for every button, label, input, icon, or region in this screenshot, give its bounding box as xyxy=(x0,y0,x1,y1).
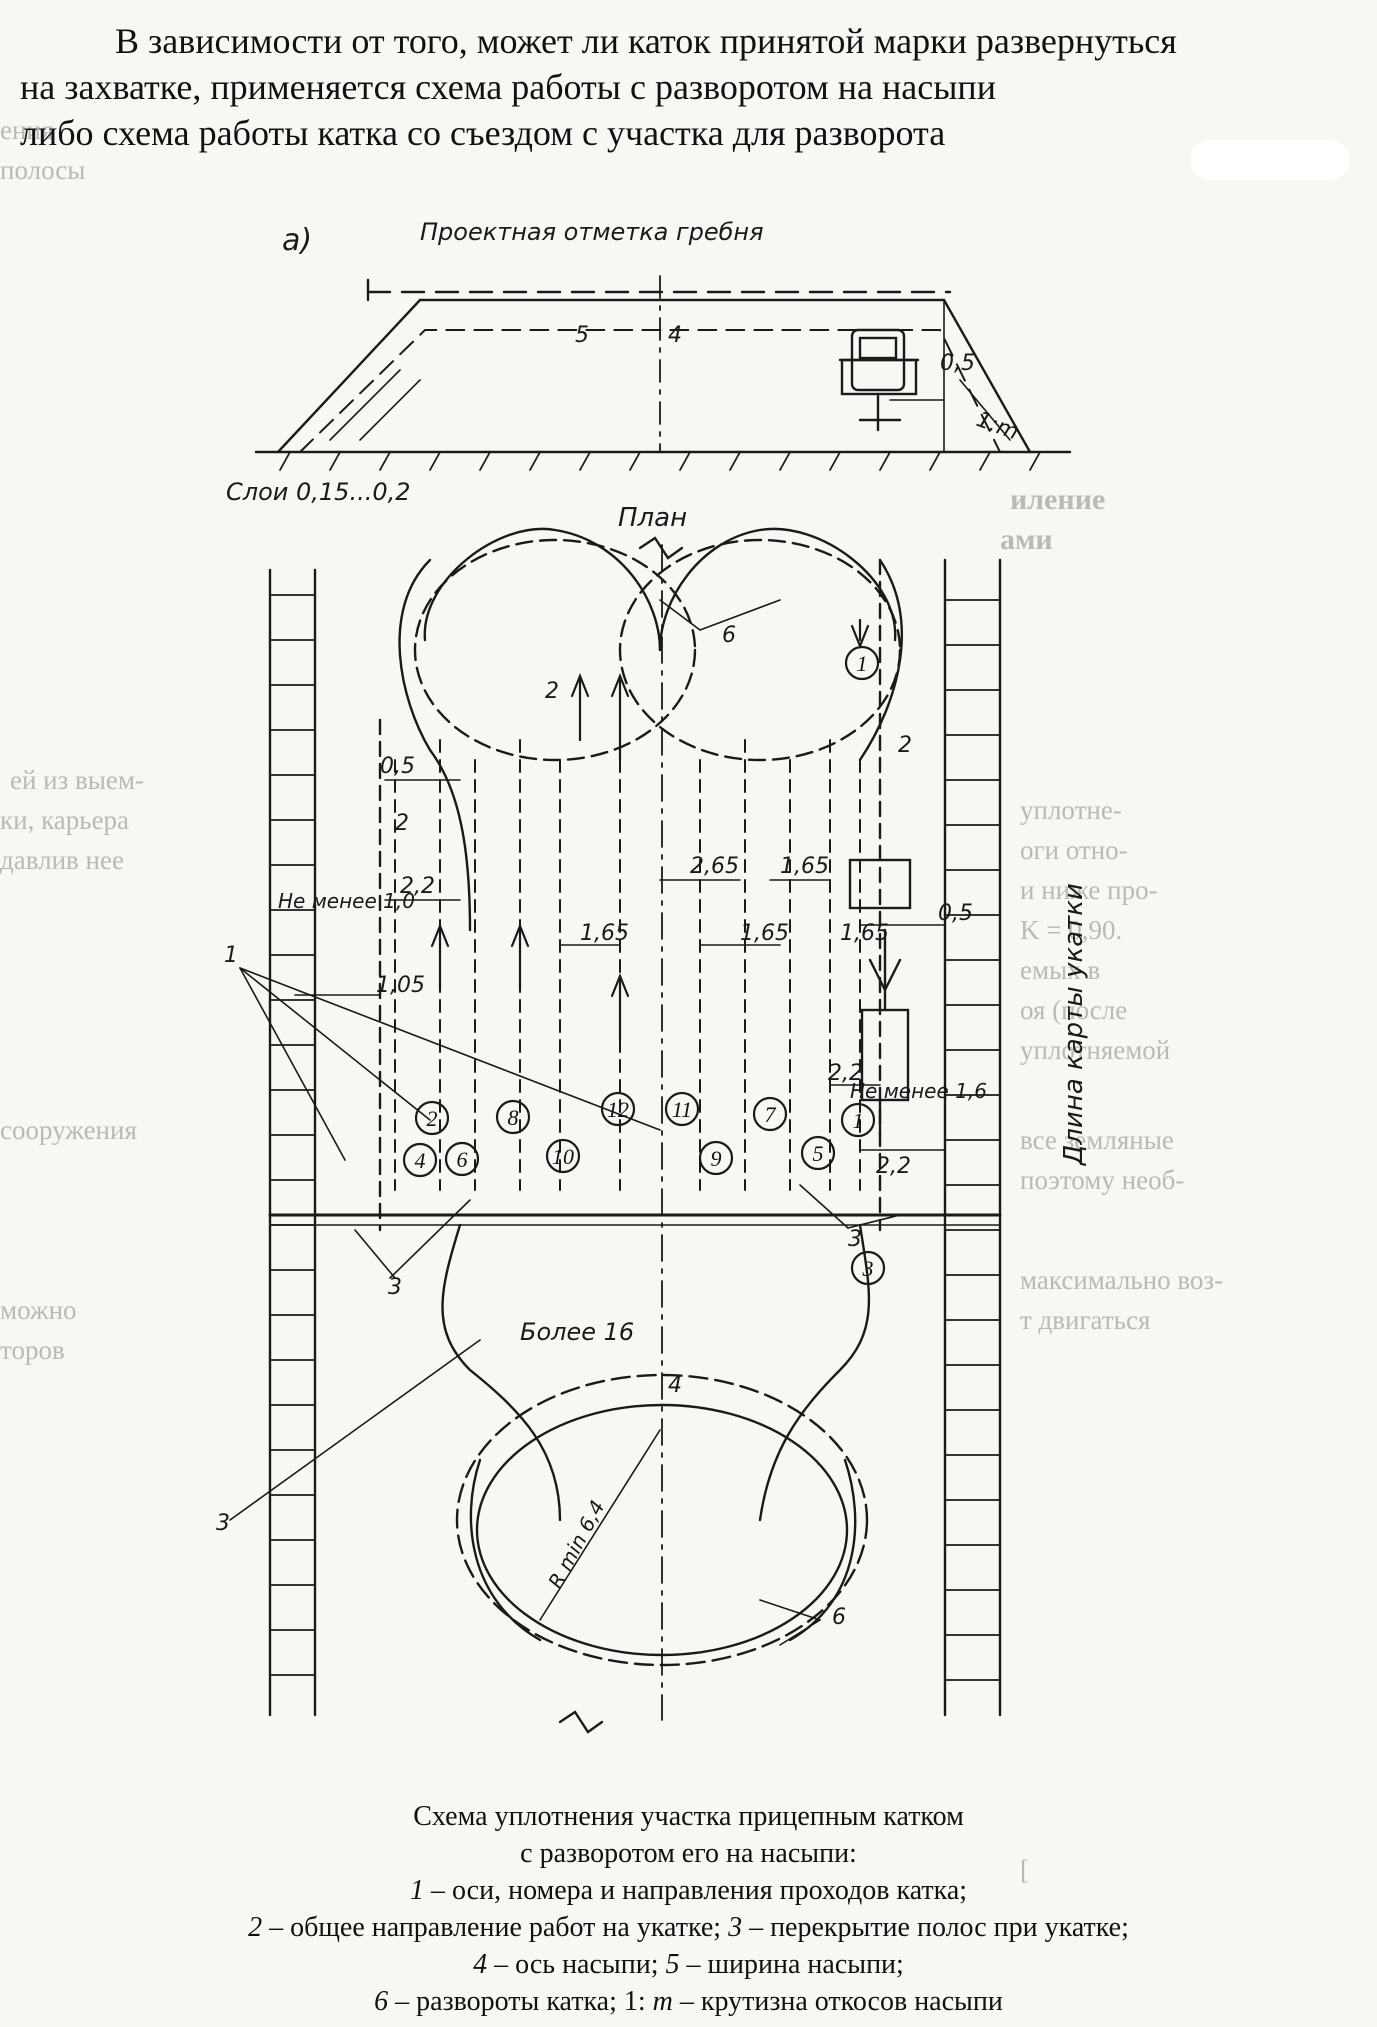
figure-caption: Схема уплотнения участка прицепным катко… xyxy=(0,1798,1377,2020)
pass-marker-circle xyxy=(600,1091,636,1127)
label-5-section: 5 xyxy=(575,323,589,348)
label-2-plan-left: 2 xyxy=(395,811,409,836)
legend-text-1: – оси, номера и направления проходов кат… xyxy=(423,1875,968,1906)
pass-number: 6 xyxy=(457,1147,468,1172)
pass-marker-circle xyxy=(698,1140,734,1176)
roller-icon-plan xyxy=(848,858,912,1137)
pass-number: 7 xyxy=(765,1102,777,1127)
dim-more-16: Более 16 xyxy=(520,1318,634,1346)
dim-1-65-b: 1,65 xyxy=(580,921,629,946)
pass-number: 1 xyxy=(857,651,868,676)
plan-title: План xyxy=(618,503,687,533)
legend-num-1: 1 xyxy=(409,1875,424,1906)
legend-text-6: – развороты катка; 1: xyxy=(388,1986,653,2017)
caption-line-2: с разворотом его на насыпи: xyxy=(520,1838,857,1869)
pass-number: 2 xyxy=(427,1106,438,1131)
label-6-lower: 6 xyxy=(832,1605,846,1630)
caption-line-4: 2 – общее направление работ на укатке; 3… xyxy=(0,1909,1377,1946)
caption-line-6: 6 – развороты катка; 1: m – крутизна отк… xyxy=(0,1983,1377,2020)
pass-marker-circle xyxy=(844,645,880,681)
intro-paragraph: В зависимости от того, может ли каток пр… xyxy=(20,18,1177,156)
pass-number: 8 xyxy=(508,1105,519,1130)
pass-number: 12 xyxy=(607,1097,629,1122)
dim-1-05: 1,05 xyxy=(376,973,425,998)
pass-number: 1 xyxy=(853,1108,864,1133)
roller-icon-section xyxy=(838,328,920,432)
pass-marker-circle xyxy=(664,1091,700,1127)
dim-0-5-plan-right: 0,5 xyxy=(938,901,973,926)
label-3-lower: 3 xyxy=(216,1511,230,1536)
intro-line-2: на захватке, применяется схема работы с … xyxy=(20,67,996,107)
legend-text-3: – перекрытие полос при укатке; xyxy=(742,1912,1129,1943)
legend-text-6b: – крутизна откосов насыпи xyxy=(672,1986,1003,2017)
label-3-right: 3 xyxy=(848,1227,862,1252)
plan-view xyxy=(229,527,1002,1734)
pass-marker-circle xyxy=(850,1250,886,1286)
legend-text-4: – ось насыпи; xyxy=(487,1949,666,1980)
pass-marker-circle xyxy=(495,1099,531,1135)
section-label: а) xyxy=(282,223,312,258)
legend-num-4: 4 xyxy=(473,1949,488,1980)
legend-text-2: – общее направление работ на укатке; xyxy=(262,1912,729,1943)
pass-marker-circle xyxy=(545,1138,581,1174)
dim-0-5-plan: 0,5 xyxy=(380,754,415,779)
pass-marker-circle xyxy=(752,1096,788,1132)
layers-label: Слои 0,15...0,2 xyxy=(226,478,411,506)
pass-markers xyxy=(402,645,886,1286)
dim-1-65-a: 1,65 xyxy=(780,854,829,879)
slope-label: 1:m xyxy=(973,407,1022,445)
pass-number: 5 xyxy=(813,1141,824,1166)
pass-number: 10 xyxy=(552,1144,574,1169)
dim-2-2-right-upper: 2,2 xyxy=(828,1061,863,1086)
dim-0-5-section: 0,5 xyxy=(940,351,975,376)
legend-num-5: 5 xyxy=(665,1949,680,1980)
drawing-labels: а) Проектная отметка гребня Слои 0,15...… xyxy=(216,218,1089,1630)
white-patch xyxy=(1190,140,1350,180)
legend-m: m xyxy=(652,1986,673,2017)
pass-marker-circle xyxy=(800,1135,836,1171)
dim-not-less-1-6: Не менее 1,6 xyxy=(850,1079,987,1103)
dim-2-2-right-lower: 2,2 xyxy=(876,1154,911,1179)
label-1-leader: 1 xyxy=(224,943,238,968)
dim-1-65-d: 1,65 xyxy=(840,921,889,946)
dim-not-less-1: Не менее 1,0 xyxy=(278,889,415,913)
pass-number: 4 xyxy=(415,1148,426,1173)
dim-2-65: 2,65 xyxy=(690,854,739,879)
pass-marker-numbers: 1 1 3 2 8 12 11 7 4 6 10 9 5 xyxy=(415,651,874,1281)
label-3-left: 3 xyxy=(388,1275,402,1300)
label-4-section: 4 xyxy=(668,323,682,348)
intro-line-1: В зависимости от того, может ли каток пр… xyxy=(115,21,1177,61)
pass-marker-circle xyxy=(444,1141,480,1177)
radius-label: R min 6,4 xyxy=(543,1496,609,1592)
label-2-plan-right: 2 xyxy=(898,733,912,758)
pass-marker-circle xyxy=(414,1100,450,1136)
map-length-label: Длина карты укатки xyxy=(1059,883,1089,1166)
label-4-plan: 4 xyxy=(668,1373,682,1398)
label-2-plan-upper: 2 xyxy=(545,679,559,704)
label-6-upper: 6 xyxy=(722,623,736,648)
dim-1-65-c: 1,65 xyxy=(740,921,789,946)
legend-num-6: 6 xyxy=(374,1986,389,2017)
pass-number: 11 xyxy=(672,1097,692,1122)
dim-2-2-left: 2,2 xyxy=(400,874,435,899)
embankment-cross-section xyxy=(254,275,1072,471)
caption-line-1: Схема уплотнения участка прицепным катко… xyxy=(413,1801,964,1832)
legend-text-5: – ширина насыпи; xyxy=(679,1949,904,1980)
legend-num-2: 2 xyxy=(248,1912,263,1943)
pass-number: 3 xyxy=(862,1256,874,1281)
legend-num-3: 3 xyxy=(728,1912,743,1943)
design-mark-label: Проектная отметка гребня xyxy=(420,218,764,246)
pass-marker-circle xyxy=(402,1142,438,1178)
caption-line-5: 4 – ось насыпи; 5 – ширина насыпи; xyxy=(0,1946,1377,1983)
pass-number: 9 xyxy=(711,1146,722,1171)
intro-line-3: либо схема работы катка со съездом с уча… xyxy=(20,113,946,153)
caption-line-3: 1 – оси, номера и направления проходов к… xyxy=(0,1872,1377,1909)
pass-marker-circle xyxy=(840,1102,876,1138)
